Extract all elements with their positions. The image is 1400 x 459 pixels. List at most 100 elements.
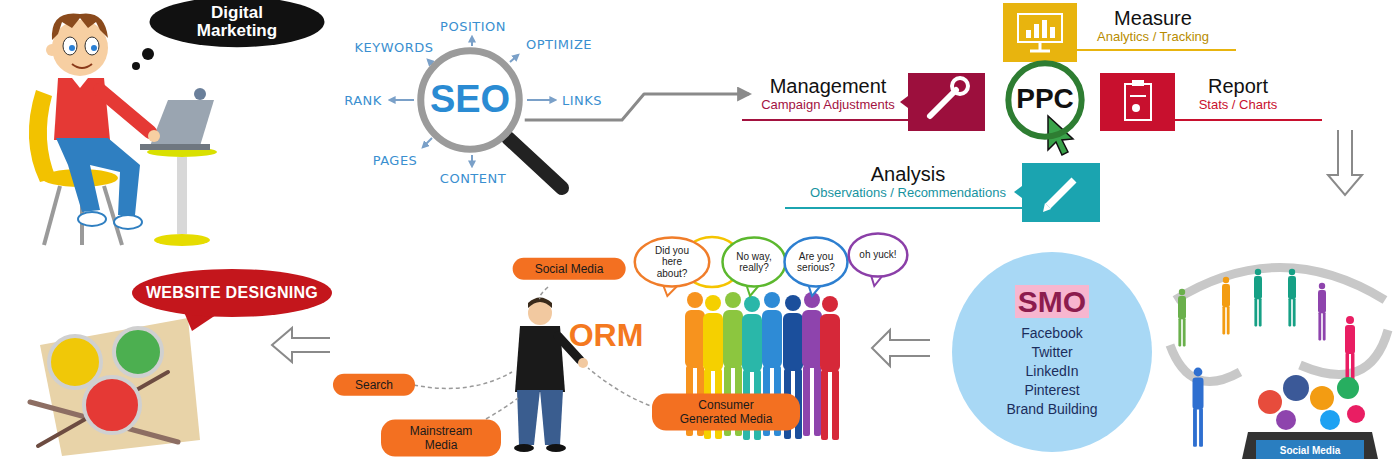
social-network-illustration	[1310, 386, 1334, 410]
social-network-illustration	[1258, 390, 1282, 414]
smo-circle-ring	[952, 252, 1152, 452]
topic-pill: Consumer Generated Media	[652, 394, 800, 431]
boy-illustration	[100, 90, 150, 132]
orm-man	[517, 390, 540, 445]
node-text: Analysis	[871, 163, 945, 186]
measure-icon	[1026, 30, 1031, 38]
analysis-icon	[1048, 180, 1074, 206]
management-icon	[930, 90, 956, 116]
dashed-link	[486, 398, 518, 419]
orm-label: ORM	[569, 317, 644, 354]
social-network-illustration	[1178, 289, 1186, 347]
report-icon	[1100, 73, 1175, 131]
boy-illustration	[69, 45, 75, 51]
boy-illustration	[29, 90, 56, 182]
node-text: Did you here about?	[646, 245, 698, 280]
crowd-illustration	[820, 296, 840, 440]
step-band: MeasureAnalytics / Tracking	[1091, 5, 1215, 47]
flow-arrow-left	[872, 330, 930, 366]
ppc-circle: PPC	[1005, 60, 1084, 139]
keyword-arrows	[471, 37, 473, 46]
social-network-illustration	[1276, 410, 1296, 430]
flow-arrow-left	[272, 328, 330, 362]
phone-label: Social Media	[1280, 445, 1341, 456]
node-text: Social Media	[535, 262, 604, 276]
underline	[785, 207, 1022, 209]
management-icon	[900, 73, 985, 131]
social-network-illustration	[1288, 269, 1296, 327]
crowd-illustration	[802, 292, 822, 436]
website-bubble-body	[132, 269, 332, 317]
boy-illustration	[148, 130, 160, 142]
flow-arrow	[525, 94, 749, 120]
node-text: Digital Marketing	[189, 4, 285, 40]
management-icon	[900, 96, 908, 108]
boy-illustration	[140, 144, 210, 150]
boy-illustration	[56, 138, 140, 215]
topic-pill: Mainstream Media	[381, 420, 501, 457]
topic-pill: Social Media	[513, 258, 626, 280]
boy-illustration	[72, 78, 88, 88]
orm-man	[578, 358, 588, 368]
keyword-label: RANK	[344, 93, 382, 108]
boy-illustration	[114, 215, 142, 229]
measure-icon	[1003, 3, 1077, 62]
node-text: Twitter	[1031, 343, 1072, 362]
node-text: Observations / Recommendations	[810, 186, 1006, 201]
keyword-arrows	[390, 99, 414, 101]
speech-bubble-body	[849, 234, 908, 277]
smo-circle: SMOFacebookTwitterLinkedInPinterestBrand…	[952, 252, 1152, 452]
thought-bubble: Digital Marketing	[150, 0, 325, 47]
boy-illustration	[52, 14, 108, 41]
node-text: Campaign Adjustments	[761, 98, 895, 113]
magnifier-handle	[508, 138, 562, 188]
orm-man	[540, 390, 563, 445]
measure-icon	[1034, 24, 1039, 38]
step-band: ManagementCampaign Adjustments	[755, 73, 901, 115]
boy-illustration	[78, 212, 106, 226]
social-network-illustration	[1193, 368, 1204, 447]
measure-icon	[1030, 50, 1050, 53]
node-text: WEBSITE DESIGNING	[146, 284, 318, 302]
paint-illustration	[49, 336, 101, 388]
social-network-illustration	[1283, 375, 1309, 401]
boy-illustration	[72, 64, 92, 68]
keyword-arrows	[527, 99, 555, 101]
node-text: Measure	[1114, 7, 1192, 30]
dashed-link	[540, 287, 548, 299]
node-text: Are you serious?	[790, 251, 842, 274]
node-text: Consumer Generated Media	[674, 398, 778, 427]
node-text: LinkedIn	[1026, 362, 1079, 381]
keyword-arrows	[510, 55, 518, 62]
node-text: SMO	[1015, 285, 1089, 318]
report-icon	[1132, 104, 1140, 112]
node-text: Brand Building	[1006, 400, 1097, 419]
speech-bubble: oh yuck!	[847, 232, 909, 278]
social-network-illustration	[1170, 268, 1388, 459]
boy-illustration	[91, 45, 97, 51]
node-text: Mainstream Media	[403, 424, 479, 453]
management-icon	[908, 73, 985, 131]
social-network-illustration	[1254, 269, 1262, 327]
boy-illustration	[177, 157, 187, 234]
node-text: Facebook	[1021, 324, 1082, 343]
node-text: Search	[355, 378, 393, 392]
report-icon	[1125, 84, 1151, 120]
keyword-label: CONTENT	[440, 171, 506, 186]
paint-illustration	[114, 328, 162, 376]
orm-man	[514, 444, 534, 452]
thought-bubble-body	[150, 0, 325, 47]
measure-icon	[1003, 3, 1077, 62]
boy-illustration	[150, 100, 214, 146]
social-network-illustration	[1256, 440, 1364, 459]
measure-icon	[1018, 14, 1062, 42]
node-text: SEO	[430, 79, 510, 121]
orm-man	[546, 444, 566, 452]
analysis-icon	[1022, 163, 1100, 222]
speech-bubble: Are you serious?	[783, 236, 849, 288]
node-text: Analytics / Tracking	[1097, 30, 1209, 45]
